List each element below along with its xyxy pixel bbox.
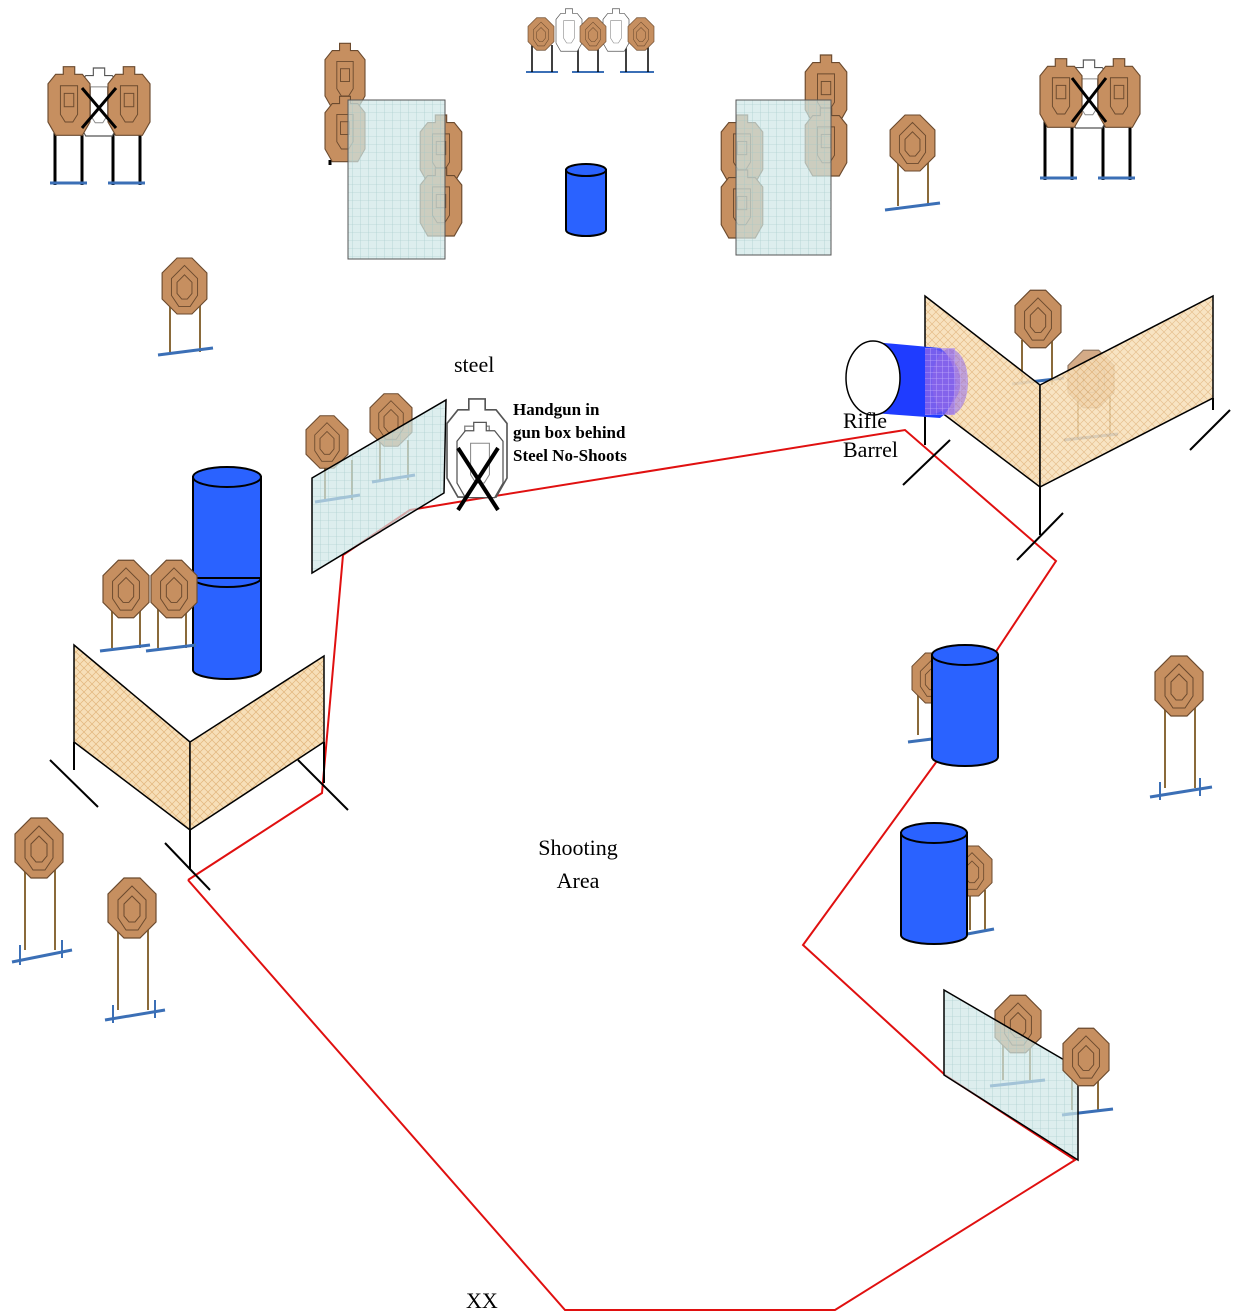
barrel-icon xyxy=(900,822,968,945)
target-pair-left xyxy=(99,559,198,653)
no-shoot-target-icon xyxy=(602,8,630,52)
target-stand-left-mid xyxy=(157,257,214,357)
glass-wall-left-center xyxy=(305,393,447,575)
paper-target-icon xyxy=(107,877,157,939)
target-stand-bottom-left-2 xyxy=(104,877,166,1023)
mesh-wall-icon xyxy=(73,643,191,832)
no-shoot-x-mark xyxy=(1070,77,1108,123)
paper-target-icon xyxy=(161,257,208,315)
mesh-wall-right xyxy=(902,289,1231,561)
steel-no-shoot xyxy=(445,397,509,512)
handgun-note-line3: Steel No-Shoots xyxy=(513,446,627,465)
start-position-marker: XX xyxy=(466,1288,498,1313)
hard-cover-panel-icon xyxy=(735,99,832,256)
hard-cover-panel-icon xyxy=(347,99,446,260)
barrel-right-lower-group xyxy=(900,822,995,945)
hard-cover-panel-icon xyxy=(943,988,1079,1162)
rifle-label: Rifle xyxy=(843,408,887,433)
no-shoot-target-icon xyxy=(555,8,583,52)
handgun-note-line1: Handgun in xyxy=(513,400,600,419)
paper-target-icon xyxy=(1014,289,1062,349)
barrel-right-upper-group xyxy=(907,644,999,767)
rifle-barrel-tube-icon xyxy=(845,340,968,418)
handgun-note-line2: gun box behind xyxy=(513,423,626,442)
paper-target-icon xyxy=(102,559,150,619)
target-stand-top-right xyxy=(884,114,941,212)
target-stand-bottom-left-1 xyxy=(11,817,73,965)
paper-target-icon xyxy=(889,114,936,172)
barrel-icon xyxy=(192,577,262,680)
paper-target-icon xyxy=(579,17,607,51)
target-stand-far-right xyxy=(1149,655,1213,800)
shooting-area-label-line1: Shooting xyxy=(538,835,617,860)
mesh-wall-icon xyxy=(1039,294,1214,489)
barrel-label: Barrel xyxy=(843,437,898,462)
paper-target-icon xyxy=(1062,1027,1110,1087)
target-group-top-right xyxy=(1039,58,1141,180)
no-shoot-x-mark xyxy=(80,87,118,129)
glass-wall-bottom-right xyxy=(943,988,1114,1162)
target-row-top-center xyxy=(526,8,655,73)
barrel-icon xyxy=(931,644,999,767)
barrel-icon xyxy=(565,163,607,237)
paper-target-icon xyxy=(14,817,64,879)
target-group-top-left xyxy=(47,66,151,185)
hard-cover-panel-icon xyxy=(311,398,447,575)
barrel-stack-left xyxy=(192,466,262,680)
shooting-area-label-line2: Area xyxy=(557,868,600,893)
steel-label: steel xyxy=(454,352,494,377)
paper-target-icon xyxy=(150,559,198,619)
paper-target-icon xyxy=(1097,58,1141,128)
paper-target-icon xyxy=(627,17,655,51)
target-stack-right xyxy=(720,54,848,256)
barrel-icon xyxy=(192,466,262,588)
target-stack-left xyxy=(324,42,463,260)
paper-target-icon xyxy=(527,17,555,51)
paper-target-icon xyxy=(1154,655,1204,717)
no-shoot-x-mark xyxy=(456,446,500,512)
mesh-wall-left xyxy=(49,643,349,891)
